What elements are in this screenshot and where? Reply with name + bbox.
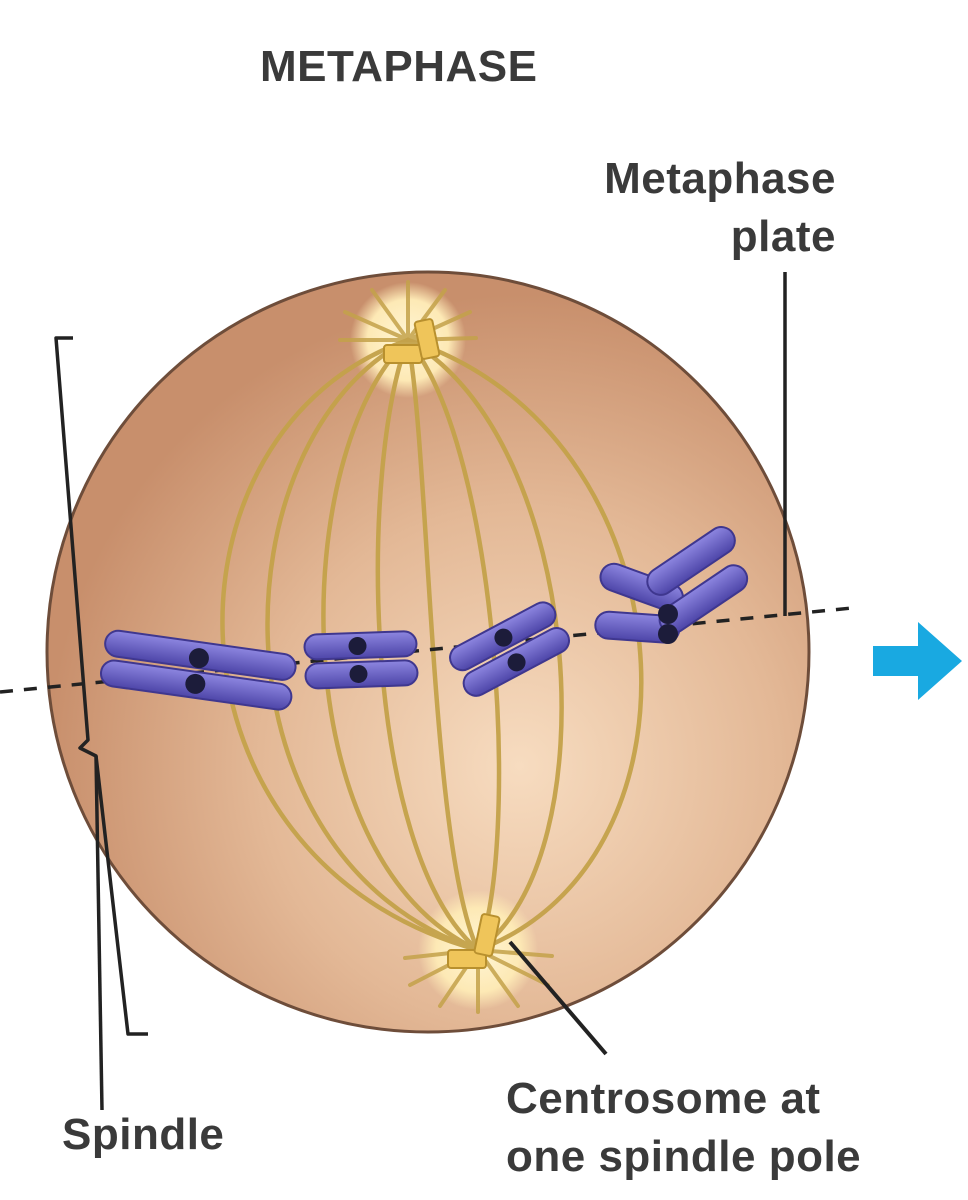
- centrosome-label: Centrosome at one spindle pole: [506, 1070, 861, 1186]
- cell-body: [45, 270, 811, 1034]
- metaphase-plate-label: Metaphase plate: [604, 150, 836, 266]
- chromosome-2: [303, 630, 419, 690]
- centrosome-leader: [508, 940, 608, 1056]
- diagram-title: METAPHASE: [260, 42, 538, 91]
- centrosome-label-line-2: one spindle pole: [506, 1132, 862, 1181]
- metaphase-plate-label-line-2: plate: [730, 212, 836, 261]
- spindle-bracket: [54, 336, 148, 1036]
- top-centrosome: [383, 318, 441, 364]
- spindle-label: Spindle: [62, 1110, 225, 1159]
- chromosome-4: [594, 526, 749, 644]
- chromosome-1: [99, 629, 297, 711]
- bottom-centrosome: [447, 913, 501, 969]
- chromosome-3: [449, 601, 571, 697]
- metaphase-plate-label-line-1: Metaphase: [604, 154, 836, 203]
- centrosome-label-line-1: Centrosome at: [506, 1074, 821, 1123]
- right-arrow-icon: [873, 622, 962, 700]
- spindle-leader: [94, 755, 104, 1111]
